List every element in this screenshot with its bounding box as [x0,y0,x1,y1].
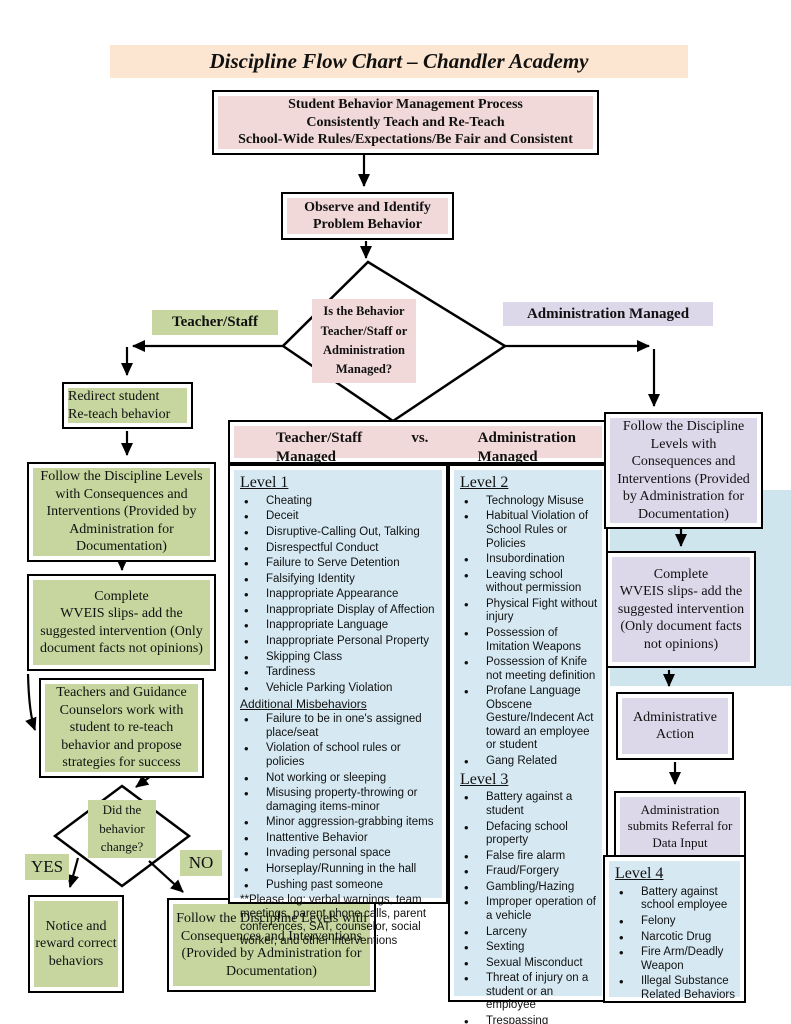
decision-label: Is the Behavior Teacher/Staff or Adminis… [312,299,416,383]
list-item: Battery against school employee [615,885,736,913]
teacher-staff-branch-label: Teacher/Staff [152,310,278,335]
level4-heading: Level 4 [615,865,664,882]
administrative-action-box: Administrative Action [616,692,734,760]
header-vs: vs. [411,430,429,446]
yes-label: YES [25,854,69,880]
notice-reward-label: Notice and reward correct behaviors [34,901,118,987]
list-item: Fraud/Forgery [460,864,598,879]
list-item: Inappropriate Appearance [240,587,438,602]
observe-box: Observe and Identify Problem Behavior [281,192,454,240]
level2-heading: Level 2 [460,474,509,491]
level2-list: Technology MisuseHabitual Violation of S… [460,494,598,769]
complete-wveis-left-label: Complete WVEIS slips- add the suggested … [33,580,210,665]
list-item: Cheating [240,494,438,509]
complete-wveis-right-box: Complete WVEIS slips- add the suggested … [606,551,756,668]
follow-levels-right-label: Follow the Discipline Levels with Conseq… [610,418,757,523]
list-item: Larceny [460,925,598,940]
list-item: Insubordination [460,552,598,567]
level1-heading: Level 1 [240,474,289,491]
list-item: Improper operation of a vehicle [460,895,598,923]
no-label: NO [180,850,222,876]
list-item: Possession of Knife not meeting definiti… [460,655,598,683]
list-item: Narcotic Drug [615,930,736,945]
list-item: Battery against a student [460,790,598,818]
list-item: Failure to be in one's assigned place/se… [240,712,438,740]
list-item: Leaving school without permission [460,568,598,596]
administration-branch-label: Administration Managed [503,302,713,326]
level4-box: Level 4 Battery against school employeeF… [603,855,746,1003]
teachers-counselors-box: Teachers and Guidance Counselors work wi… [39,678,204,778]
list-item: Threat of injury on a student or an empl… [460,971,598,1013]
list-item: Sexting [460,940,598,955]
follow-levels-left-box: Follow the Discipline Levels with Conseq… [27,462,216,562]
list-item: Habitual Violation of School Rules or Po… [460,509,598,551]
teachers-counselors-label: Teachers and Guidance Counselors work wi… [45,684,198,772]
referral-label: Administration submits Referral for Data… [620,797,740,856]
list-item: Profane Language Obscene Gesture/Indecen… [460,684,598,753]
list-item: Inappropriate Personal Property [240,634,438,649]
header-teacher-staff-managed: Teacher/Staff Managed [276,430,363,465]
list-item: Inappropriate Language [240,618,438,633]
follow-levels-left-label: Follow the Discipline Levels with Conseq… [33,468,210,556]
managed-vs-header: Teacher/Staff Managed vs. Administration… [228,420,608,465]
additional-misbehaviors-list: Failure to be in one's assigned place/se… [240,712,438,893]
list-item: Falsifying Identity [240,572,438,587]
level1-box: Level 1 CheatingDeceitDisruptive-Calling… [228,464,448,947]
list-item: Failure to Serve Detention [240,556,438,571]
page-title: Discipline Flow Chart – Chandler Academy [110,45,688,78]
header-administration-managed: Administration Managed [477,430,576,465]
level3-heading: Level 3 [460,770,509,788]
list-item: Tardiness [240,665,438,680]
redirect-box: Redirect student Re-teach behavior [62,382,193,429]
follow-levels-bottom-label: Follow the Discipline Levels with Conseq… [173,904,370,986]
list-item: Disruptive-Calling Out, Talking [240,525,438,540]
list-item: Sexual Misconduct [460,956,598,971]
list-item: Pushing past someone [240,878,438,893]
level3-list: Battery against a studentDefacing school… [460,790,598,1024]
list-item: Physical Fight without injury [460,597,598,625]
list-item: Inattentive Behavior [240,831,438,846]
follow-levels-right-box: Follow the Discipline Levels with Conseq… [604,412,763,529]
list-item: Gambling/Hazing [460,880,598,895]
process-box-label: Student Behavior Management Process Cons… [218,96,593,149]
list-item: Felony [615,914,736,929]
list-item: Fire Arm/Deadly Weapon [615,945,736,973]
redirect-box-label: Redirect student Re-teach behavior [68,388,187,423]
complete-wveis-right-label: Complete WVEIS slips- add the suggested … [612,557,750,662]
list-item: Gang Related [460,754,598,769]
list-item: Horseplay/Running in the hall [240,862,438,877]
list-item: Violation of school rules or policies [240,741,438,769]
notice-reward-box: Notice and reward correct behaviors [28,895,124,993]
list-item: Trespassing [460,1014,598,1024]
please-log-note: **Please log: verbal warnings, team meet… [240,894,427,947]
process-box: Student Behavior Management Process Cons… [212,90,599,155]
list-item: Minor aggression-grabbing items [240,815,438,830]
referral-box: Administration submits Referral for Data… [614,791,746,862]
complete-wveis-left-box: Complete WVEIS slips- add the suggested … [27,574,216,671]
list-item: False fire alarm [460,849,598,864]
list-item: Skipping Class [240,650,438,665]
list-item: Disrespectful Conduct [240,541,438,556]
additional-misbehaviors-heading: Additional Misbehaviors [240,697,367,712]
observe-box-label: Observe and Identify Problem Behavior [287,198,448,234]
behavior-change-label: Did the behavior change? [88,800,156,858]
list-item: Defacing school property [460,820,598,848]
list-item: Vehicle Parking Violation [240,681,438,696]
list-item: Not working or sleeping [240,771,438,786]
level2-3-box: Level 2 Technology MisuseHabitual Violat… [448,464,608,1024]
follow-levels-bottom-box: Follow the Discipline Levels with Conseq… [167,898,376,992]
list-item: Deceit [240,509,438,524]
level1-list: CheatingDeceitDisruptive-Calling Out, Ta… [240,494,438,696]
list-item: Possession of Imitation Weapons [460,626,598,654]
level4-list: Battery against school employeeFelonyNar… [615,885,736,1003]
list-item: Inappropriate Display of Affection [240,603,438,618]
list-item: Invading personal space [240,846,438,861]
administrative-action-label: Administrative Action [622,698,728,754]
list-item: Misusing property-throwing or damaging i… [240,786,438,814]
list-item: Illegal Substance Related Behaviors [615,974,736,1002]
list-item: Technology Misuse [460,494,598,509]
